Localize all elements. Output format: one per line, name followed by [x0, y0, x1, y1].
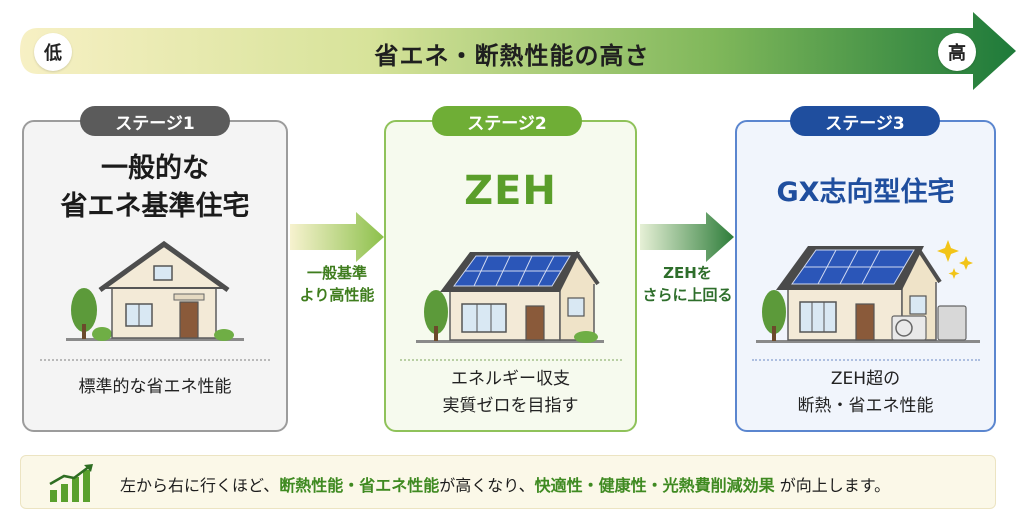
- stage-2-divider: [400, 359, 622, 361]
- stage-2-badge: ステージ2: [432, 106, 582, 136]
- summary-text-mid: が高くなり、: [439, 476, 535, 495]
- stage-1-description: 標準的な省エネ性能: [78, 377, 232, 397]
- growth-chart-icon: [49, 464, 93, 502]
- scale-title: 省エネ・断熱性能の高さ: [374, 42, 650, 70]
- summary-text-before: 左から右に行くほど、: [120, 476, 280, 495]
- stage-2-description: エネルギー収支 実質ゼロを目指す: [384, 366, 637, 420]
- stage-2-desc-line2: 実質ゼロを目指す: [442, 396, 579, 416]
- connector-1-line1: 一般基準: [306, 264, 367, 282]
- stage-1-title: 一般的な 省エネ基準住宅: [22, 150, 288, 226]
- summary-text: 左から右に行くほど、断熱性能・省エネ性能が高くなり、快適性・健康性・光熱費削減効…: [120, 472, 890, 496]
- connector-1-line2: より高性能: [299, 286, 375, 304]
- scale-low-label: 低: [34, 33, 72, 71]
- stage-3-desc-line2: 断熱・省エネ性能: [797, 396, 934, 416]
- summary-text-after: が向上します。: [774, 476, 891, 495]
- summary-highlight-2: 快適性・健康性・光熱費削減効果: [534, 476, 775, 495]
- stage-3-title: GX志向型住宅: [776, 177, 955, 208]
- connector-arrow-2: [640, 212, 734, 262]
- standard-house-icon: [66, 240, 244, 341]
- stage-2-title: ZEH: [464, 168, 557, 214]
- stage-3-desc-line1: ZEH超の: [830, 369, 901, 389]
- gx-house-icon: [756, 240, 980, 343]
- stage-1-badge: ステージ1: [80, 106, 230, 136]
- connector-label-1: 一般基準 より高性能: [290, 262, 384, 306]
- stage-1-title-line1: 一般的な: [101, 153, 209, 184]
- scale-high-label: 高: [938, 33, 976, 71]
- summary-highlight-1: 断熱性能・省エネ性能: [279, 476, 440, 495]
- stage-2-desc-line1: エネルギー収支: [451, 369, 570, 389]
- zeh-house-icon: [416, 250, 604, 343]
- stage-1-title-line2: 省エネ基準住宅: [60, 191, 250, 222]
- connector-label-2: ZEHを さらに上回る: [640, 262, 735, 306]
- stage-3-divider: [752, 359, 980, 361]
- performance-scale-arrow: [20, 12, 1016, 90]
- connector-arrow-1: [290, 212, 384, 262]
- stage-3-badge: ステージ3: [790, 106, 940, 136]
- summary-banner: [20, 455, 996, 509]
- stage-1-divider: [40, 359, 270, 361]
- connector-2-line2: さらに上回る: [642, 286, 733, 304]
- stage-3-description: ZEH超の 断熱・省エネ性能: [735, 366, 996, 420]
- connector-2-line1: ZEHを: [663, 264, 712, 282]
